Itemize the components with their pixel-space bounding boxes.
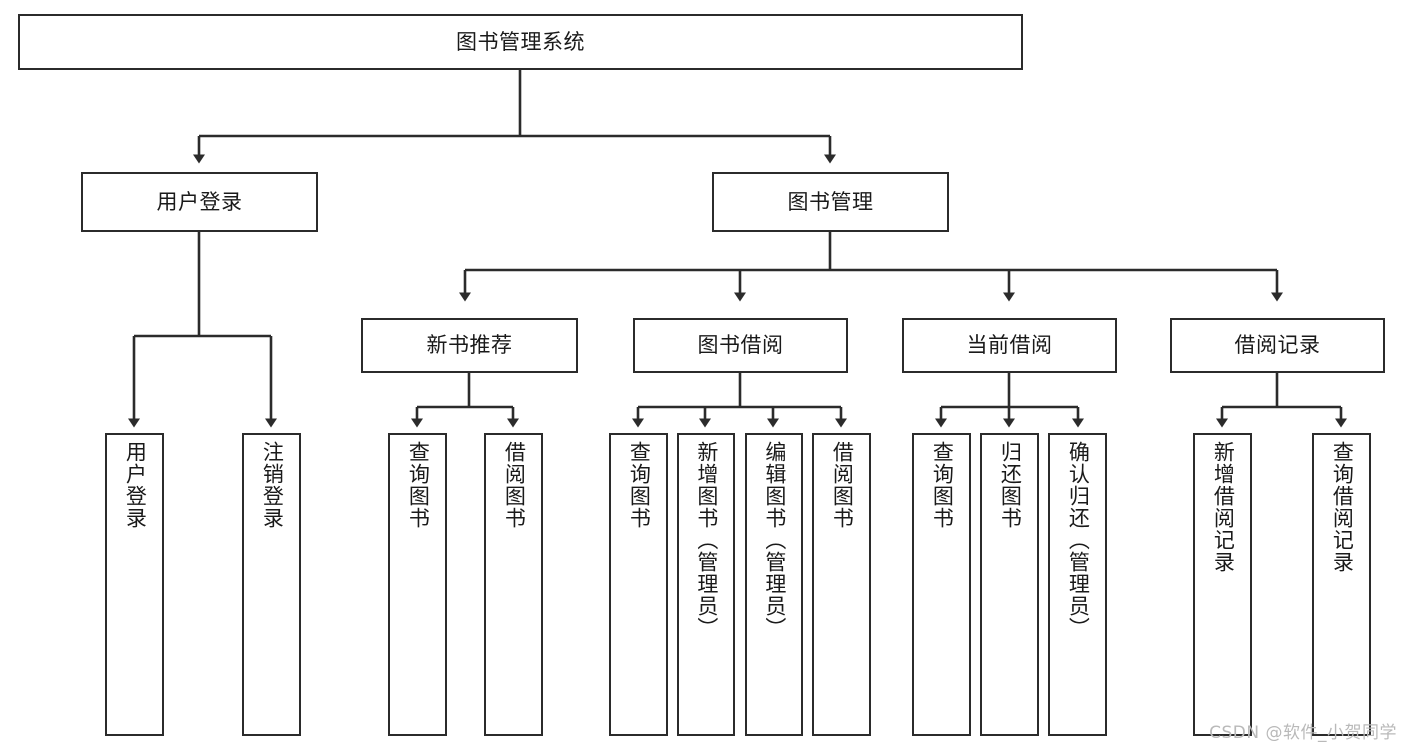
node-label: 归还图书 <box>998 441 1023 529</box>
node-label: 查询图书 <box>406 441 431 529</box>
node-label: 用户登录 <box>156 189 243 214</box>
node-label: 借阅图书 <box>502 441 527 529</box>
leaf-node-edit-book[interactable]: 编辑图书（管理员） <box>745 433 803 736</box>
edges-currentborrow-to-leaves <box>935 373 1084 428</box>
node-label: 新增图书（管理员） <box>694 441 719 639</box>
leaf-node-query-book-3[interactable]: 查询图书 <box>912 433 971 736</box>
node-root-book-management-system[interactable]: 图书管理系统 <box>18 14 1023 70</box>
node-borrow-record[interactable]: 借阅记录 <box>1170 318 1385 373</box>
edges-booksmgmt-to-level3 <box>459 232 1283 302</box>
node-label: 查询图书 <box>930 441 955 529</box>
leaf-node-borrow-book-2[interactable]: 借阅图书 <box>812 433 871 736</box>
node-label: 编辑图书（管理员） <box>762 441 787 639</box>
node-label: 查询借阅记录 <box>1330 441 1355 573</box>
leaf-node-query-record[interactable]: 查询借阅记录 <box>1312 433 1371 736</box>
leaf-node-query-book-2[interactable]: 查询图书 <box>609 433 668 736</box>
leaf-node-add-book[interactable]: 新增图书（管理员） <box>677 433 735 736</box>
csdn-watermark: CSDN @软件_小贺同学 <box>1209 723 1397 743</box>
node-label: 注销登录 <box>260 441 285 529</box>
node-label: 图书管理 <box>787 189 874 214</box>
node-book-borrow[interactable]: 图书借阅 <box>633 318 848 373</box>
leaf-node-return-book[interactable]: 归还图书 <box>980 433 1039 736</box>
leaf-node-user-login[interactable]: 用户登录 <box>105 433 164 736</box>
leaf-node-confirm-return[interactable]: 确认归还（管理员） <box>1048 433 1107 736</box>
node-label: 确认归还（管理员） <box>1066 441 1091 639</box>
node-label: 用户登录 <box>123 441 148 529</box>
node-label: 图书借阅 <box>697 333 784 358</box>
edges-bookborrow-to-leaves <box>632 373 847 428</box>
node-user-login[interactable]: 用户登录 <box>81 172 318 232</box>
node-label: 图书管理系统 <box>456 29 585 54</box>
node-current-borrow[interactable]: 当前借阅 <box>902 318 1117 373</box>
leaf-node-query-book-1[interactable]: 查询图书 <box>388 433 447 736</box>
leaf-node-add-record[interactable]: 新增借阅记录 <box>1193 433 1252 736</box>
edges-userlogin-to-leaves <box>128 232 277 428</box>
leaf-node-borrow-book-1[interactable]: 借阅图书 <box>484 433 543 736</box>
edges-newbook-to-leaves <box>411 373 519 428</box>
node-label: 新增借阅记录 <box>1211 441 1236 573</box>
node-label: 新书推荐 <box>426 333 513 358</box>
node-book-management[interactable]: 图书管理 <box>712 172 949 232</box>
node-label: 借阅图书 <box>830 441 855 529</box>
edges-borrowrecord-to-leaves <box>1216 373 1347 428</box>
edges-root-to-level2 <box>193 70 836 164</box>
node-new-book-recommend[interactable]: 新书推荐 <box>361 318 578 373</box>
node-label: 借阅记录 <box>1234 333 1321 358</box>
node-label: 查询图书 <box>627 441 652 529</box>
leaf-node-logout[interactable]: 注销登录 <box>242 433 301 736</box>
node-label: 当前借阅 <box>966 333 1053 358</box>
